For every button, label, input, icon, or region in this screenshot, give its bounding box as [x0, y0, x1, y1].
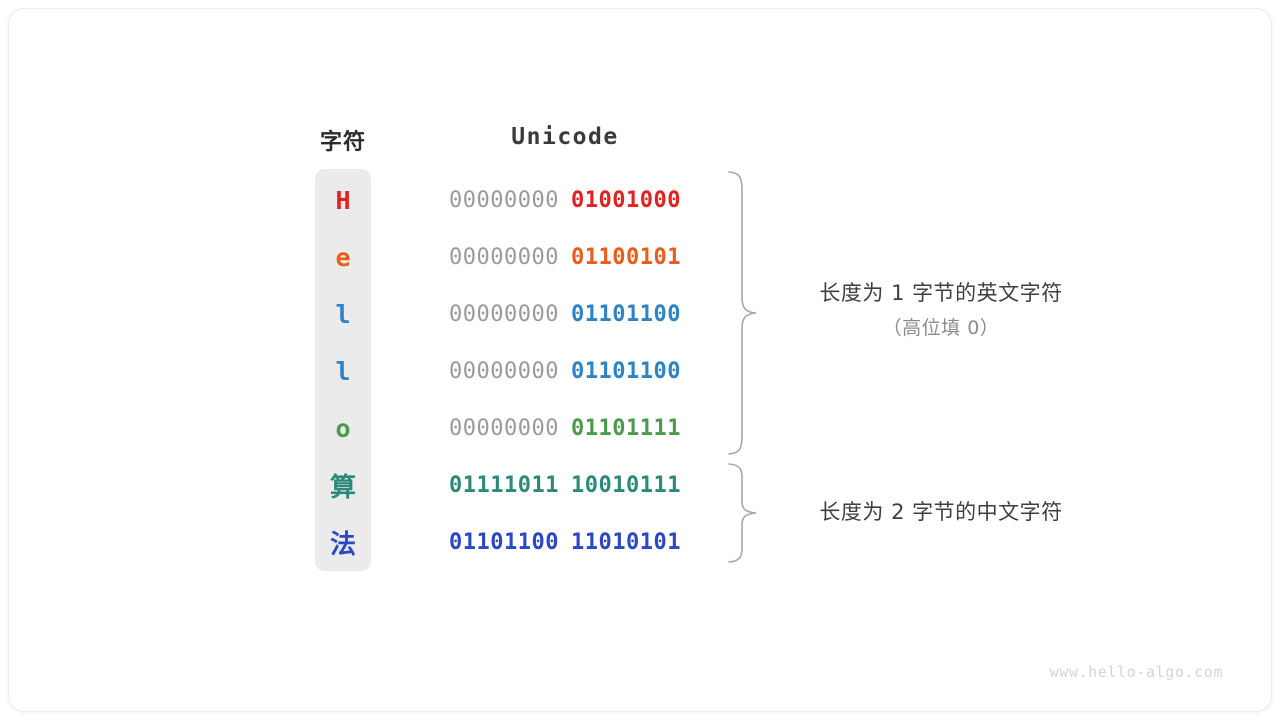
- curly-brace-icon: [728, 463, 757, 563]
- brace-english-group: [725, 169, 759, 461]
- binary-high-byte: 00000000: [449, 416, 559, 441]
- binary-high-byte: 00000000: [449, 188, 559, 213]
- binary-low-byte: 01101100: [571, 359, 681, 384]
- character-cell: H: [335, 186, 351, 215]
- binary-high-byte: 00000000: [449, 359, 559, 384]
- binary-high-byte: 01101100: [449, 530, 559, 555]
- annotation-chinese: 长度为 2 字节的中文字符: [771, 494, 1111, 530]
- annotation-chinese-main: 长度为 2 字节的中文字符: [819, 500, 1063, 524]
- binary-row: 00000000 01001000: [429, 172, 701, 229]
- binary-row: 00000000 01101100: [429, 343, 701, 400]
- character-column-panel: [315, 169, 371, 571]
- character-cell: 算: [329, 473, 356, 503]
- binary-high-byte: 00000000: [449, 245, 559, 270]
- character-cell: o: [335, 414, 351, 443]
- binary-low-byte: 01101111: [571, 416, 681, 441]
- character-cell: e: [335, 243, 351, 272]
- binary-row: 00000000 01100101: [429, 229, 701, 286]
- binary-row: 00000000 01101100: [429, 286, 701, 343]
- binary-high-byte: 00000000: [449, 302, 559, 327]
- brace-chinese-group: [725, 461, 759, 569]
- binary-low-byte: 11010101: [571, 530, 681, 555]
- binary-row: 01101100 11010101: [429, 514, 701, 571]
- binary-row: 01111011 10010111: [429, 457, 701, 514]
- annotation-english-main: 长度为 1 字节的英文字符: [819, 281, 1063, 305]
- character-cell: l: [335, 300, 351, 329]
- binary-high-byte: 01111011: [449, 473, 559, 498]
- annotation-english: 长度为 1 字节的英文字符 （高位填 0）: [771, 275, 1111, 345]
- column-header-unicode: Unicode: [511, 124, 619, 150]
- character-cell: 法: [329, 530, 356, 560]
- column-header-char: 字符: [319, 130, 366, 155]
- binary-low-byte: 01100101: [571, 245, 681, 270]
- curly-brace-icon: [728, 171, 757, 455]
- binary-low-byte: 10010111: [571, 473, 681, 498]
- annotation-english-sub: （高位填 0）: [882, 317, 1000, 339]
- binary-row: 00000000 01101111: [429, 400, 701, 457]
- binary-low-byte: 01101100: [571, 302, 681, 327]
- binary-low-byte: 01001000: [571, 188, 681, 213]
- character-cell: l: [335, 357, 351, 386]
- watermark: www.hello-algo.com: [1049, 663, 1223, 681]
